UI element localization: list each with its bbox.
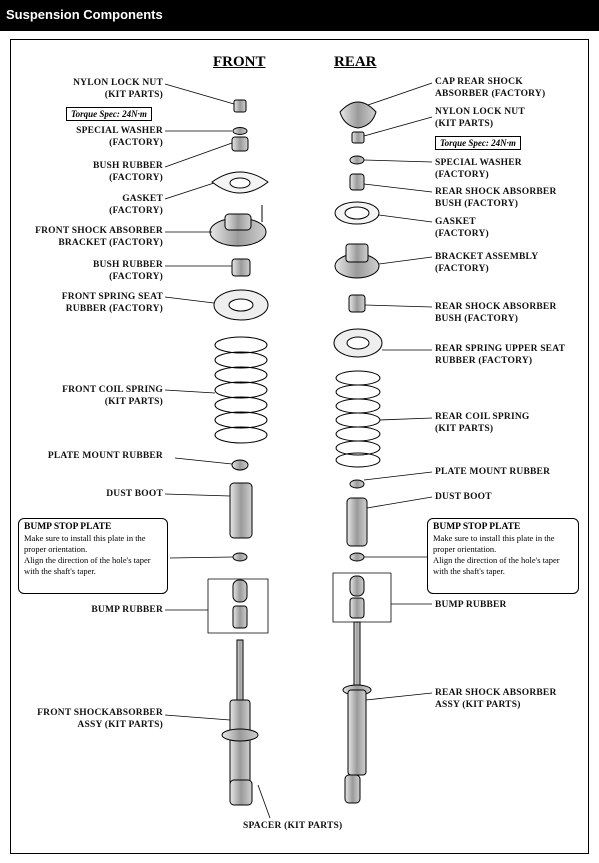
rear-gasket xyxy=(334,201,380,225)
spacer-label: SPACER (KIT PARTS) xyxy=(243,821,343,831)
rear-bracket xyxy=(334,243,380,279)
front-special-washer xyxy=(232,127,248,135)
rear-label-nylon-lock-nut: NYLON LOCK NUT(KIT PARTS) xyxy=(435,107,525,129)
front-label-special-washer: SPECIAL WASHER(FACTORY) xyxy=(76,126,163,148)
rear-label-special-washer: SPECIAL WASHER(FACTORY) xyxy=(435,158,522,180)
rear-plate-mount-rubber xyxy=(349,479,365,489)
front-bump-stop-plate xyxy=(232,552,248,562)
front-label-bump-rubber: BUMP RUBBER xyxy=(91,605,163,615)
rear-bush xyxy=(349,173,365,191)
rear-coil-spring xyxy=(335,370,381,468)
rear-bush-2 xyxy=(348,294,366,313)
front-label-dust-boot: DUST BOOT xyxy=(106,489,163,499)
front-plate-mount-rubber xyxy=(231,459,249,471)
header-bar: Suspension Components xyxy=(0,0,599,31)
rear-spring-seat xyxy=(333,328,383,358)
rear-nylon-lock-nut xyxy=(351,131,365,144)
front-label-coil-spring: FRONT COIL SPRING(KIT PARTS) xyxy=(62,385,163,407)
front-bush-rubber-1 xyxy=(231,136,249,152)
front-bush-rubber-2 xyxy=(231,258,251,277)
rear-heading: REAR xyxy=(334,54,377,70)
rear-label-gasket: GASKET(FACTORY) xyxy=(435,217,489,239)
rear-bump-stop-note: BUMP STOP PLATE Make sure to install thi… xyxy=(427,518,579,594)
rear-bump-stop-plate xyxy=(349,552,365,562)
front-label-nylon-lock-nut: NYLON LOCK NUT(KIT PARTS) xyxy=(73,78,163,100)
leader-lines xyxy=(164,82,433,819)
front-nylon-lock-nut xyxy=(233,99,247,113)
front-coil-spring xyxy=(214,336,268,444)
front-label-bush-rubber-2: BUSH RUBBER(FACTORY) xyxy=(92,260,163,282)
rear-special-washer xyxy=(349,155,365,165)
rear-cap xyxy=(339,101,377,129)
diagram-frame xyxy=(10,39,589,854)
front-spring-seat xyxy=(213,289,269,321)
rear-shock-absorber xyxy=(342,621,372,804)
page-title: Suspension Components xyxy=(6,7,163,22)
front-dust-boot xyxy=(229,482,253,539)
rear-label-plate-mount: PLATE MOUNT RUBBER xyxy=(435,467,551,477)
front-gasket xyxy=(211,171,269,194)
rear-label-bump-rubber: BUMP RUBBER xyxy=(435,600,507,610)
front-shock-absorber xyxy=(221,639,259,806)
front-heading: FRONT xyxy=(213,54,266,70)
rear-bump-rubber xyxy=(349,575,365,619)
rear-dust-boot xyxy=(346,497,368,547)
front-label-gasket: GASKET(FACTORY) xyxy=(109,194,163,216)
front-bracket xyxy=(209,205,267,247)
rear-label-coil-spring: REAR COIL SPRING(KIT PARTS) xyxy=(435,412,530,434)
front-bump-rubber xyxy=(232,579,248,629)
front-label-bush-rubber-1: BUSH RUBBER(FACTORY) xyxy=(92,161,163,183)
front-bump-stop-note: BUMP STOP PLATE Make sure to install thi… xyxy=(18,518,168,594)
rear-label-dust-boot: DUST BOOT xyxy=(435,492,492,502)
rear-torque-spec: Torque Spec: 24N·m xyxy=(435,136,521,150)
front-label-plate-mount: PLATE MOUNT RUBBER xyxy=(47,451,163,461)
rear-label-bracket: BRACKET ASSEMBLY(FACTORY) xyxy=(435,252,539,274)
front-torque-spec: Torque Spec: 24N·m xyxy=(66,107,152,121)
